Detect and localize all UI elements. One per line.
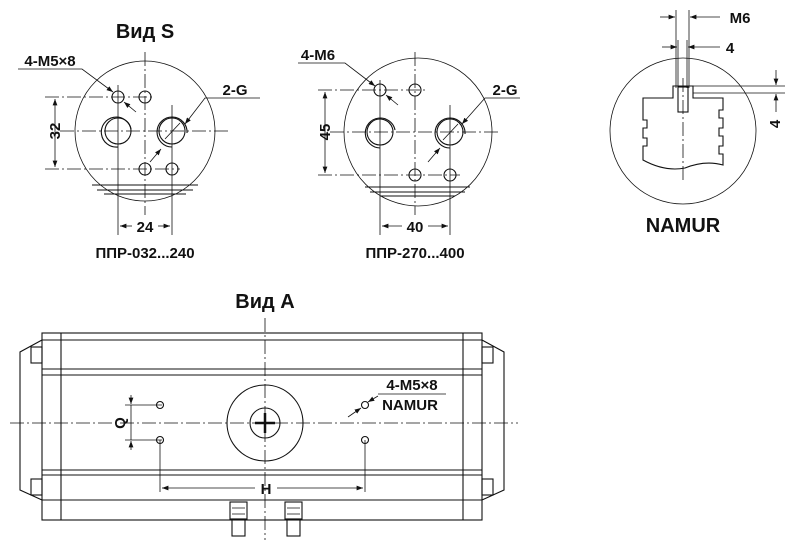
port-label: 2-G [222, 82, 247, 99]
port-label: 2-G [492, 82, 517, 99]
dim-depth-4: 4 [767, 119, 784, 128]
thread-m6-label: M6 [730, 10, 751, 27]
view-a-title: Вид A [235, 291, 294, 313]
dim-24: 24 [137, 219, 154, 236]
thread-label: 4-M6 [301, 47, 335, 64]
fitting [284, 501, 303, 537]
namur-detail: M6 4 4 NAMUR [609, 10, 785, 237]
dim-h: H [261, 481, 272, 498]
dim-45: 45 [317, 124, 334, 141]
view-a: Вид A Q H 4-M5×8 NAMUR [10, 291, 518, 540]
namur-title: NAMUR [646, 215, 721, 237]
dim-40: 40 [407, 219, 424, 236]
model-range-label: ППР-032...240 [95, 245, 194, 262]
view-s-title: Вид S [116, 21, 174, 43]
model-range-label: ППР-270...400 [365, 245, 464, 262]
fitting [229, 501, 248, 537]
view-s-large-flange: 45 40 4-M6 2-G ППР-270...400 [298, 47, 520, 262]
dim-q: Q [112, 417, 129, 429]
dim-width-4: 4 [726, 40, 735, 57]
view-s-small-flange: Вид S 32 24 4-M5×8 2-G ППР-032...240 [18, 21, 260, 262]
thread-label: 4-M5×8 [24, 53, 75, 70]
namur-label: NAMUR [382, 397, 438, 414]
dim-32: 32 [47, 123, 64, 140]
thread-label: 4-M5×8 [386, 377, 437, 394]
